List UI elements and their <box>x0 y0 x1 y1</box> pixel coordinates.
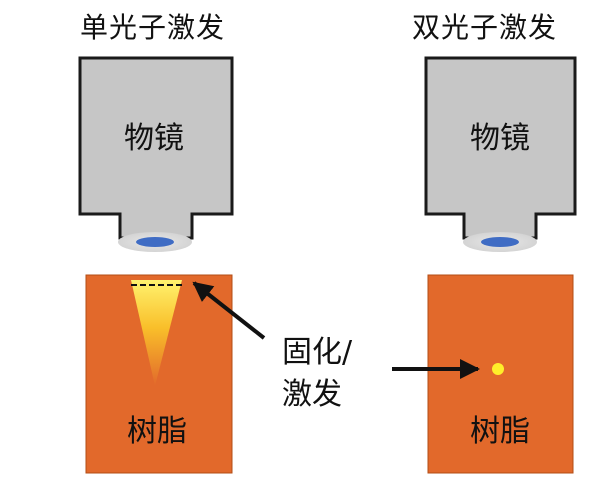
annotation-line-1: 固化/ <box>282 335 353 370</box>
resin-label-right: 树脂 <box>470 414 530 449</box>
focal-point-dot <box>492 363 504 375</box>
arrow-icon <box>192 281 266 340</box>
objective-label-right: 物镜 <box>470 121 530 156</box>
lens-spot-right <box>481 237 519 247</box>
two-photon-title: 双光子激发 <box>412 11 558 44</box>
excitation-cone <box>131 280 182 386</box>
annotation-line-2: 激发 <box>282 377 342 412</box>
resin-right: 树脂 <box>427 274 574 474</box>
objective-left: 物镜 <box>78 56 234 252</box>
objective-right: 物镜 <box>424 56 577 252</box>
resin-left: 树脂 <box>85 274 233 474</box>
lens-spot-left <box>136 237 174 247</box>
single-photon-title: 单光子激发 <box>80 11 226 44</box>
resin-label-left: 树脂 <box>127 414 187 449</box>
objective-label-left: 物镜 <box>124 121 184 156</box>
